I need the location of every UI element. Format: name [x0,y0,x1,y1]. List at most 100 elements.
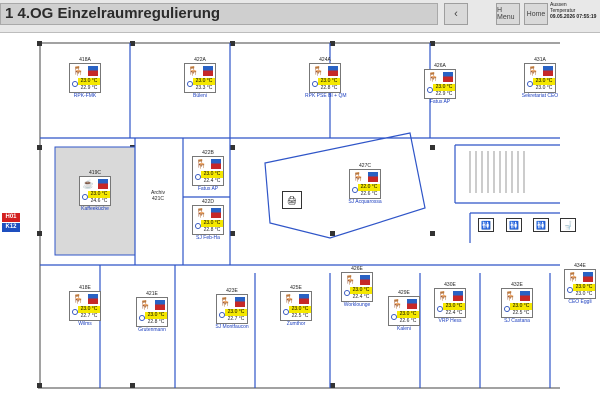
status-flag [520,291,530,301]
room-id: 421E [146,291,158,297]
status-flag [443,72,453,82]
room-422D[interactable]: 422D 🪑 23.0 °C 22.8 °C SJ Feb-Ha [188,199,228,241]
room-card[interactable]: 🪑 23.0 °C 22.5 °C [501,288,533,318]
home-button[interactable]: Home [524,3,548,25]
room-426A[interactable]: 426A 🪑 23.0 °C 22.9 °C Fatus AP [420,63,460,105]
status-flag [88,66,98,76]
room-card[interactable]: 🪑 23.0 °C 22.7 °C [69,291,101,321]
room-card[interactable]: 🪑 23.0 °C 22.8 °C [192,205,224,235]
room-id: 427C [359,163,371,169]
desk-icon: 🪑 [312,66,325,76]
setpoint: 23.0 °C [443,303,465,310]
room-429E[interactable]: 429E 🪑 23.0 °C 22.6 °C Kaleni [384,290,424,332]
room-card[interactable]: 🪑 23.0 °C 22.4 °C [434,288,466,318]
room-name: Fatus AP [197,186,219,192]
outside-label-2: Temperatur [550,8,576,14]
room-name: Kaleni [397,326,411,332]
desk-icon: 🪑 [567,272,580,282]
desk-icon: 🪑 [72,66,85,76]
mode-icon [195,223,201,229]
actual-temp: 22.8 °C [201,227,223,233]
room-card[interactable]: 🪑 23.0 °C 22.9 °C [424,69,456,99]
status-flag [203,66,213,76]
room-427C[interactable]: 427C 🪑 22.0 °C 22.6 °C SJ Acquarossa [345,163,385,205]
room-card[interactable]: 🪑 23.0 °C 22.4 °C [192,156,224,186]
desk-icon: 🪑 [391,299,404,309]
room-418E[interactable]: 418E 🪑 23.0 °C 22.7 °C Wilms [65,285,105,327]
room-424A[interactable]: 424A 🪑 23.0 °C 22.8 °C RPK PSE BI + QM [305,57,347,99]
desk-icon: 🪑 [187,66,200,76]
desk-icon: 🪑 [283,294,296,304]
room-card[interactable]: 🪑 23.0 °C 22.8 °C [309,63,341,93]
h01-tag[interactable]: H01 [2,213,20,222]
room-card[interactable]: 🪑 23.0 °C 23.3 °C [184,63,216,93]
room-434E[interactable]: 434E 🪑 23.0 °C 23.0 °C CEO Eggli [560,263,600,305]
mode-icon [527,81,533,87]
setpoint: 23.0 °C [318,78,340,85]
actual-temp: 22.9 °C [433,91,455,97]
back-button[interactable]: ‹ [444,3,468,25]
mode-icon [567,287,573,293]
room-name: CEO Eggli [568,299,592,305]
wc-icon: 🚻 [478,218,494,232]
room-422A[interactable]: 422A 🪑 23.0 °C 23.3 °C Büleni [180,57,220,99]
room-card[interactable]: 🪑 23.0 °C 22.5 °C [280,291,312,321]
actual-temp: 22.7 °C [225,316,247,322]
actual-temp: 23.0 °C [573,291,595,297]
room-id: 426A [434,63,446,69]
actual-temp: 22.4 °C [201,178,223,184]
setpoint: 22.0 °C [358,184,380,191]
room-name: Kaffeeküche [81,206,109,212]
room-name: SJ Castana [504,318,530,324]
room-card[interactable]: 🪑 23.0 °C 23.0 °C [564,269,596,299]
room-id: 419C [89,170,101,176]
room-431A[interactable]: 431A 🪑 23.0 °C 23.0 °C Sekretariat CEO [520,57,560,99]
room-card[interactable]: ☕ 23.0 °C 24.6 °C [79,176,111,206]
mode-icon [139,315,145,321]
status-flag [407,299,417,309]
wc-icon: 🚻 [533,218,549,232]
room-421E[interactable]: 421E 🪑 23.0 °C 22.8 °C Grutenmann [132,291,172,333]
room-id: 422D [202,199,214,205]
room-422B[interactable]: 422B 🪑 23.0 °C 22.4 °C Fatus AP [188,150,228,192]
room-card[interactable]: 🪑 23.0 °C 22.8 °C [136,297,168,327]
room-name: RPK PSE BI + QM [305,93,347,99]
room-426E[interactable]: 426E 🪑 23.0 °C 22.4 °C Worklounge [337,266,377,308]
actual-temp: 22.6 °C [397,318,419,324]
room-id: 422A [194,57,206,63]
room-418A[interactable]: 418A 🪑 23.0 °C 22.9 °C RPK-FMK [65,57,105,99]
k12-tag[interactable]: K12 [2,223,20,232]
room-card[interactable]: 🪑 23.0 °C 22.7 °C [216,294,248,324]
setpoint: 23.0 °C [88,191,110,198]
room-419C[interactable]: 419C ☕ 23.0 °C 24.6 °C Kaffeeküche [75,170,115,212]
status-flag [543,66,553,76]
desk-icon: 🪑 [195,159,208,169]
status-flag [235,297,245,307]
room-card[interactable]: 🪑 23.0 °C 22.6 °C [388,296,420,326]
coffee-icon: ☕ [82,179,95,189]
room-id: 430E [444,282,456,288]
mode-icon [72,81,78,87]
outside-label-1: Aussen [550,2,567,8]
room-card[interactable]: 🪑 23.0 °C 22.4 °C [341,272,373,302]
setpoint: 23.0 °C [573,284,595,291]
room-425E[interactable]: 425E 🪑 23.0 °C 22.5 °C Zumthor [276,285,316,327]
setpoint: 23.0 °C [533,78,555,85]
room-430E[interactable]: 430E 🪑 23.0 °C 22.4 °C VRP Hess [430,282,470,324]
room-card[interactable]: 🪑 23.0 °C 23.0 °C [524,63,556,93]
h-menu-button[interactable]: H Menu [496,3,520,25]
room-card[interactable]: 🪑 22.0 °C 22.6 °C [349,169,381,199]
setpoint: 23.0 °C [510,303,532,310]
room-id: 434E [574,263,586,269]
archiv-label: Archiv 421C [143,190,173,202]
mode-icon [195,174,201,180]
room-432E[interactable]: 432E 🪑 23.0 °C 22.5 °C SJ Castana [497,282,537,324]
desk-icon: 🪑 [139,300,152,310]
actual-temp: 23.3 °C [193,85,215,91]
room-card[interactable]: 🪑 23.0 °C 22.9 °C [69,63,101,93]
actual-temp: 22.8 °C [318,85,340,91]
status-flag [328,66,338,76]
desk-icon: 🪑 [219,297,232,307]
toilet-icon: 🚽 [560,218,576,232]
room-423E[interactable]: 423E 🪑 23.0 °C 22.7 °C SJ Montfaucon [212,288,252,330]
